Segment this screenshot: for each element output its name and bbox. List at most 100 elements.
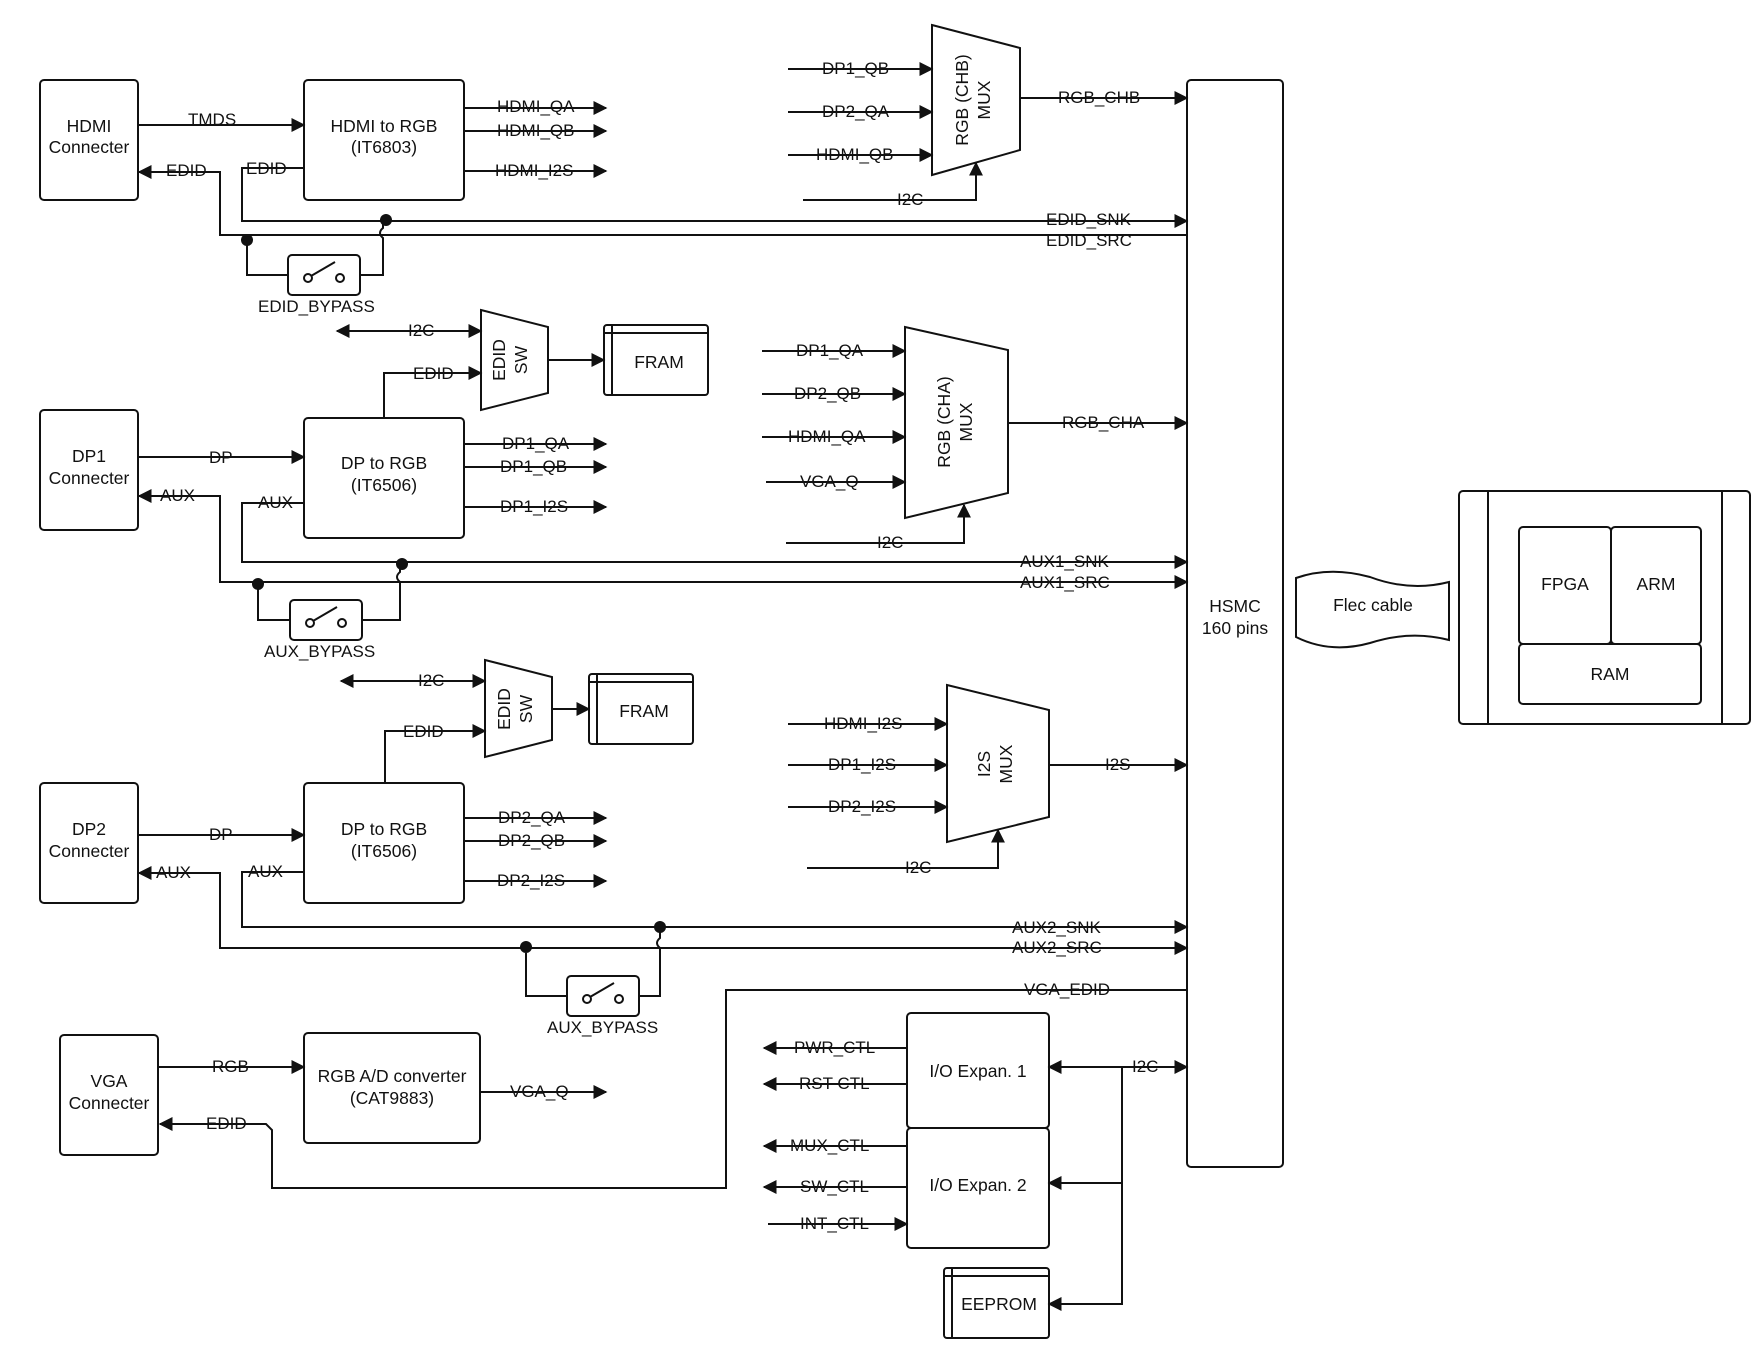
- svg-text:FRAM: FRAM: [619, 701, 669, 721]
- svg-text:(CAT9883): (CAT9883): [350, 1088, 434, 1108]
- i2s-in-dp2-label: DP2_I2S: [828, 797, 896, 816]
- svg-text:RGB A/D converter: RGB A/D converter: [318, 1066, 467, 1086]
- dp1-i2s-label: DP1_I2S: [500, 497, 568, 516]
- hdmi-connector-block: HDMI Connecter: [39, 79, 139, 201]
- vga-connector-block: VGA Connecter: [59, 1034, 159, 1156]
- svg-text:DP2: DP2: [72, 819, 106, 839]
- sw1-edid-label: EDID: [413, 364, 454, 383]
- rst-ctl-label: RST CTL: [799, 1074, 870, 1093]
- aux1-snk-label: AUX1_SNK: [1020, 552, 1109, 571]
- cha-i2c-label: I2C: [877, 533, 903, 552]
- svg-text:SW: SW: [511, 345, 531, 374]
- vga-rgb-label: RGB: [212, 1057, 249, 1076]
- edid-switch-2: EDID SW: [484, 658, 553, 759]
- sw-ctl-label: SW_CTL: [800, 1177, 869, 1196]
- dp2-label: DP: [209, 825, 233, 844]
- chb-in-dp2-qa-label: DP2_QA: [822, 102, 890, 121]
- dp2-qb-label: DP2_QB: [498, 831, 565, 850]
- dp2-to-rgb-block: DP to RGB (IT6506): [303, 782, 465, 904]
- vga-edid-label: VGA_EDID: [1024, 980, 1110, 999]
- svg-text:(IT6803): (IT6803): [351, 137, 417, 157]
- vga-q-label: VGA_Q: [510, 1082, 569, 1101]
- i2s-i2c-label: I2C: [905, 858, 931, 877]
- dp1-label: DP: [209, 448, 233, 467]
- io-expander-2: I/O Expan. 2: [906, 1127, 1050, 1249]
- svg-text:VGA: VGA: [91, 1071, 128, 1091]
- hdmi-edid-chip-label: EDID: [246, 159, 287, 178]
- dp2-i2s-label: DP2_I2S: [497, 871, 565, 890]
- hdmi-to-rgb-block: HDMI to RGB (IT6803): [303, 79, 465, 201]
- rgb-cha-mux: RGB (CHA) MUX: [904, 325, 1009, 520]
- i2s-in-hdmi-label: HDMI_I2S: [824, 714, 902, 733]
- pwr-ctl-label: PWR_CTL: [794, 1038, 875, 1057]
- svg-text:Flec cable: Flec cable: [1333, 595, 1413, 615]
- io-expander-1: I/O Expan. 1: [906, 1012, 1050, 1129]
- arm-chip: ARM: [1610, 526, 1702, 645]
- edid-snk-label: EDID_SNK: [1046, 210, 1132, 229]
- edid-src-label: EDID_SRC: [1046, 231, 1132, 250]
- cha-in-vga-q-label: VGA_Q: [800, 472, 859, 491]
- edid-switch-1: EDID SW: [480, 308, 549, 412]
- chb-i2c-label: I2C: [897, 190, 923, 209]
- i2s-out-label: I2S: [1105, 755, 1131, 774]
- wires: [137, 62, 1189, 1311]
- hdmi-edid-label: EDID: [166, 161, 207, 180]
- sw2-i2c-label: I2C: [418, 671, 444, 690]
- junctions: [241, 214, 666, 953]
- cha-in-hdmi-qa-label: HDMI_QA: [788, 427, 866, 446]
- rgb-chb-mux: RGB (CHB) MUX: [931, 23, 1021, 177]
- fram-2: FRAM: [588, 673, 694, 745]
- svg-text:Connecter: Connecter: [49, 137, 130, 157]
- aux-bypass-1-label: AUX_BYPASS: [264, 642, 375, 661]
- dp1-to-rgb-block: DP to RGB (IT6506): [303, 417, 465, 539]
- svg-text:SW: SW: [516, 694, 536, 723]
- ram-chip: RAM: [1518, 643, 1702, 705]
- io-i2c-label: I2C: [1132, 1057, 1158, 1076]
- svg-text:MUX: MUX: [996, 744, 1016, 783]
- vga-edid-conn-label: EDID: [206, 1114, 247, 1133]
- svg-text:HDMI: HDMI: [67, 116, 112, 136]
- aux-bypass-2-label: AUX_BYPASS: [547, 1018, 658, 1037]
- svg-text:ARM: ARM: [1637, 574, 1676, 594]
- svg-text:DP to RGB: DP to RGB: [341, 819, 427, 839]
- hdmi-i2s-label: HDMI_I2S: [495, 161, 573, 180]
- dp2-aux-chip-label: AUX: [248, 862, 283, 881]
- dp1-aux-chip-label: AUX: [258, 493, 293, 512]
- dp1-aux-label: AUX: [160, 486, 195, 505]
- sw2-edid-label: EDID: [403, 722, 444, 741]
- svg-text:RAM: RAM: [1591, 664, 1630, 684]
- mux-ctl-label: MUX_CTL: [790, 1136, 869, 1155]
- svg-text:MUX: MUX: [956, 402, 976, 441]
- chb-in-dp1-qb-label: DP1_QB: [822, 59, 889, 78]
- i2s-in-dp1-label: DP1_I2S: [828, 755, 896, 774]
- svg-text:DP to RGB: DP to RGB: [341, 453, 427, 473]
- aux2-src-label: AUX2_SRC: [1012, 938, 1102, 957]
- dp2-qa-label: DP2_QA: [498, 808, 566, 827]
- fpga-board: FPGA ARM RAM: [1458, 490, 1751, 725]
- rgb-cha-label: RGB_CHA: [1062, 413, 1145, 432]
- svg-text:MUX: MUX: [974, 80, 994, 119]
- svg-text:EDID: EDID: [489, 339, 509, 381]
- cha-in-dp2-qb-label: DP2_QB: [794, 384, 861, 403]
- hdmi-qb-label: HDMI_QB: [497, 121, 574, 140]
- dp1-qa-label: DP1_QA: [502, 434, 570, 453]
- svg-text:(IT6506): (IT6506): [351, 841, 417, 861]
- dp2-connector-block: DP2 Connecter: [39, 782, 139, 904]
- fram-1: FRAM: [603, 324, 709, 396]
- rgb-chb-label: RGB_CHB: [1058, 88, 1140, 107]
- int-ctl-label: INT_CTL: [800, 1214, 869, 1233]
- dp2-aux-label: AUX: [156, 863, 191, 882]
- i2s-mux: I2S MUX: [946, 683, 1050, 844]
- svg-text:Connecter: Connecter: [49, 841, 130, 861]
- edid-bypass-label: EDID_BYPASS: [258, 297, 375, 316]
- svg-text:EDID: EDID: [494, 688, 514, 730]
- hsmc-connector: HSMC 160 pins: [1186, 79, 1284, 1168]
- eeprom: EEPROM: [943, 1267, 1050, 1339]
- hdmi-qa-label: HDMI_QA: [497, 97, 575, 116]
- svg-text:DP1: DP1: [72, 446, 106, 466]
- svg-text:(IT6506): (IT6506): [351, 475, 417, 495]
- chb-in-hdmi-qb-label: HDMI_QB: [816, 145, 893, 164]
- svg-text:FRAM: FRAM: [634, 352, 684, 372]
- svg-text:RGB (CHA): RGB (CHA): [934, 376, 954, 467]
